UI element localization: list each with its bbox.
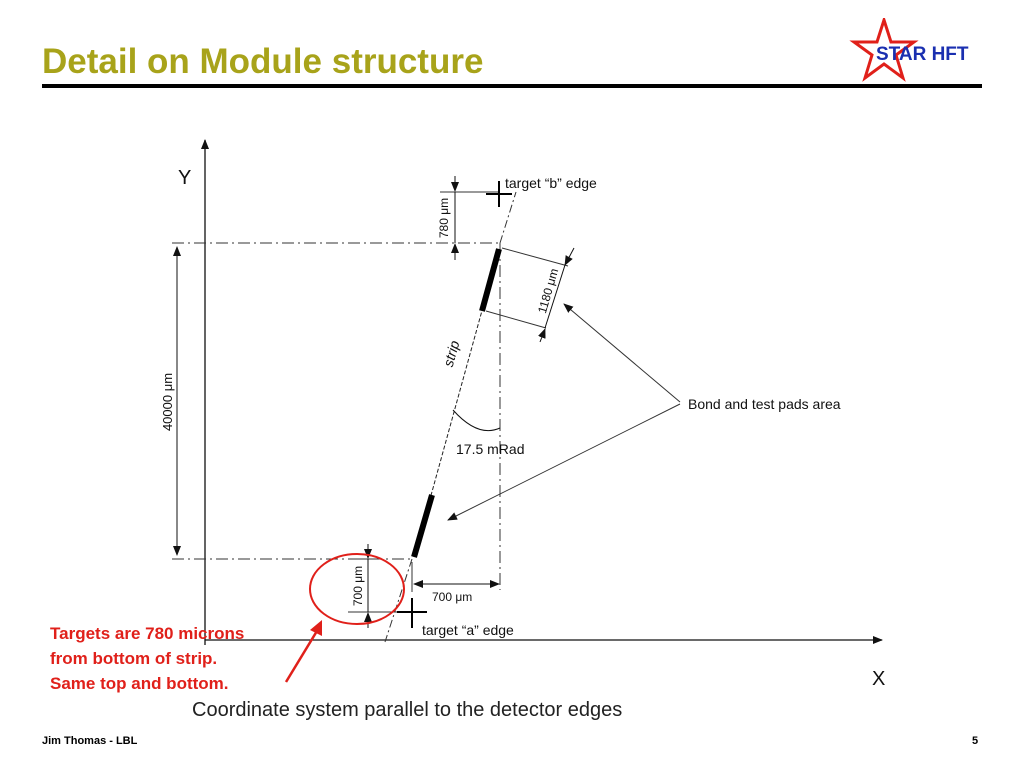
- footer-author: Jim Thomas - LBL: [42, 735, 138, 747]
- highlight-arrow-head: [310, 620, 322, 636]
- highlight-arrow-shaft: [284, 625, 322, 683]
- strip-label: strip: [440, 339, 463, 369]
- pads-arrow-bottom: [447, 403, 681, 521]
- logo-text: STAR HFT: [876, 44, 969, 65]
- target-a-label: target “a” edge: [422, 622, 514, 638]
- top-pad: [479, 248, 502, 312]
- bottom-pad: [411, 494, 435, 558]
- target-b-cross: [486, 181, 512, 207]
- dim-780-label: 780 μm: [437, 198, 451, 238]
- pads-label: Bond and test pads area: [688, 396, 841, 412]
- slide-title: Detail on Module structure: [42, 42, 484, 81]
- annotation-line-1: Targets are 780 microns: [50, 624, 245, 643]
- annotation-line-3: Same top and bottom.: [50, 674, 229, 693]
- dim-1180-label: 1180 μm: [535, 267, 561, 315]
- dim-700v-label: 700 μm: [351, 566, 365, 606]
- target-a-cross: [397, 598, 427, 628]
- strip-centerline-bottom: [384, 558, 413, 643]
- highlight-ellipse: [309, 553, 405, 625]
- pads-arrow-top: [563, 303, 681, 403]
- angle-arc: [452, 409, 501, 432]
- dim-1180-arrow-bottom: [538, 328, 546, 343]
- dim-1180-ext-bottom: [485, 310, 547, 329]
- dim-40000-label: 40000 μm: [160, 373, 175, 431]
- star-icon: [849, 18, 919, 82]
- annotation-line-2: from bottom of strip.: [50, 649, 218, 668]
- angle-label: 17.5 mRad: [456, 441, 524, 457]
- title-rule: [42, 84, 982, 88]
- annotation-note: Targets are 780 microns from bottom of s…: [50, 621, 244, 696]
- dim-1180-arrow-top: [564, 247, 575, 266]
- dim-1180-ext-top: [501, 247, 569, 267]
- star-logo: [849, 18, 919, 82]
- dim-700h-label: 700 μm: [432, 590, 472, 604]
- strip-centerline-top: [499, 191, 517, 244]
- diagram-caption: Coordinate system parallel to the detect…: [192, 699, 623, 721]
- axis-x-label: X: [872, 668, 885, 690]
- axis-y-label: Y: [178, 167, 191, 189]
- page-number: 5: [972, 735, 979, 747]
- dim-1180-line: [544, 264, 566, 329]
- target-b-label: target “b” edge: [505, 175, 597, 191]
